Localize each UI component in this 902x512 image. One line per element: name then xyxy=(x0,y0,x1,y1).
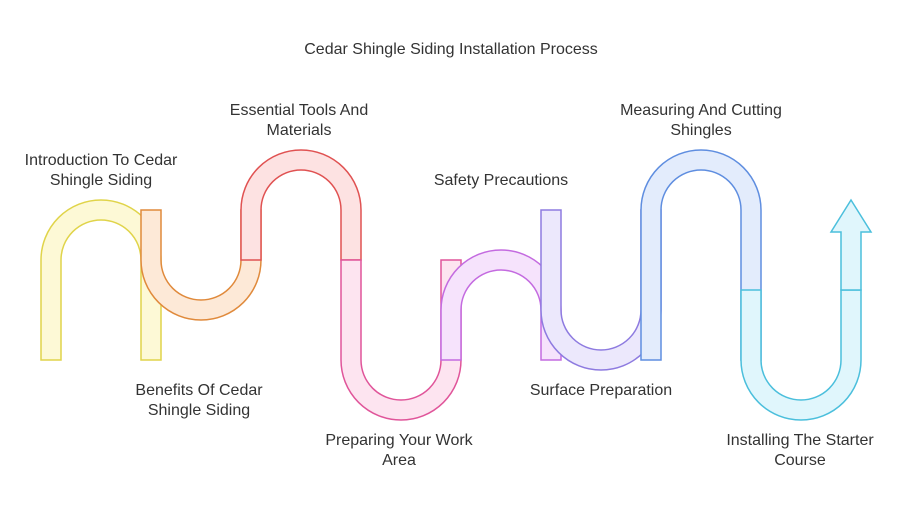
diagram-title: Cedar Shingle Siding Installation Proces… xyxy=(304,41,598,58)
step-label-4: Preparing Your Work Area xyxy=(325,432,473,469)
step-label-1: Introduction To Cedar Shingle Siding xyxy=(24,152,178,189)
step-label-2: Benefits Of Cedar Shingle Siding xyxy=(135,382,263,419)
step-label-5: Safety Precautions xyxy=(433,172,569,189)
step-label-3: Essential Tools And Materials xyxy=(229,102,369,139)
step-label-6: Surface Preparation xyxy=(529,382,673,399)
step-label-8: Installing The Starter Course xyxy=(726,432,874,469)
path-segment-3 xyxy=(240,149,362,261)
step-label-7: Measuring And Cutting Shingles xyxy=(620,102,782,139)
path-segment-8 xyxy=(740,289,862,421)
arrow-head-icon xyxy=(829,198,873,291)
